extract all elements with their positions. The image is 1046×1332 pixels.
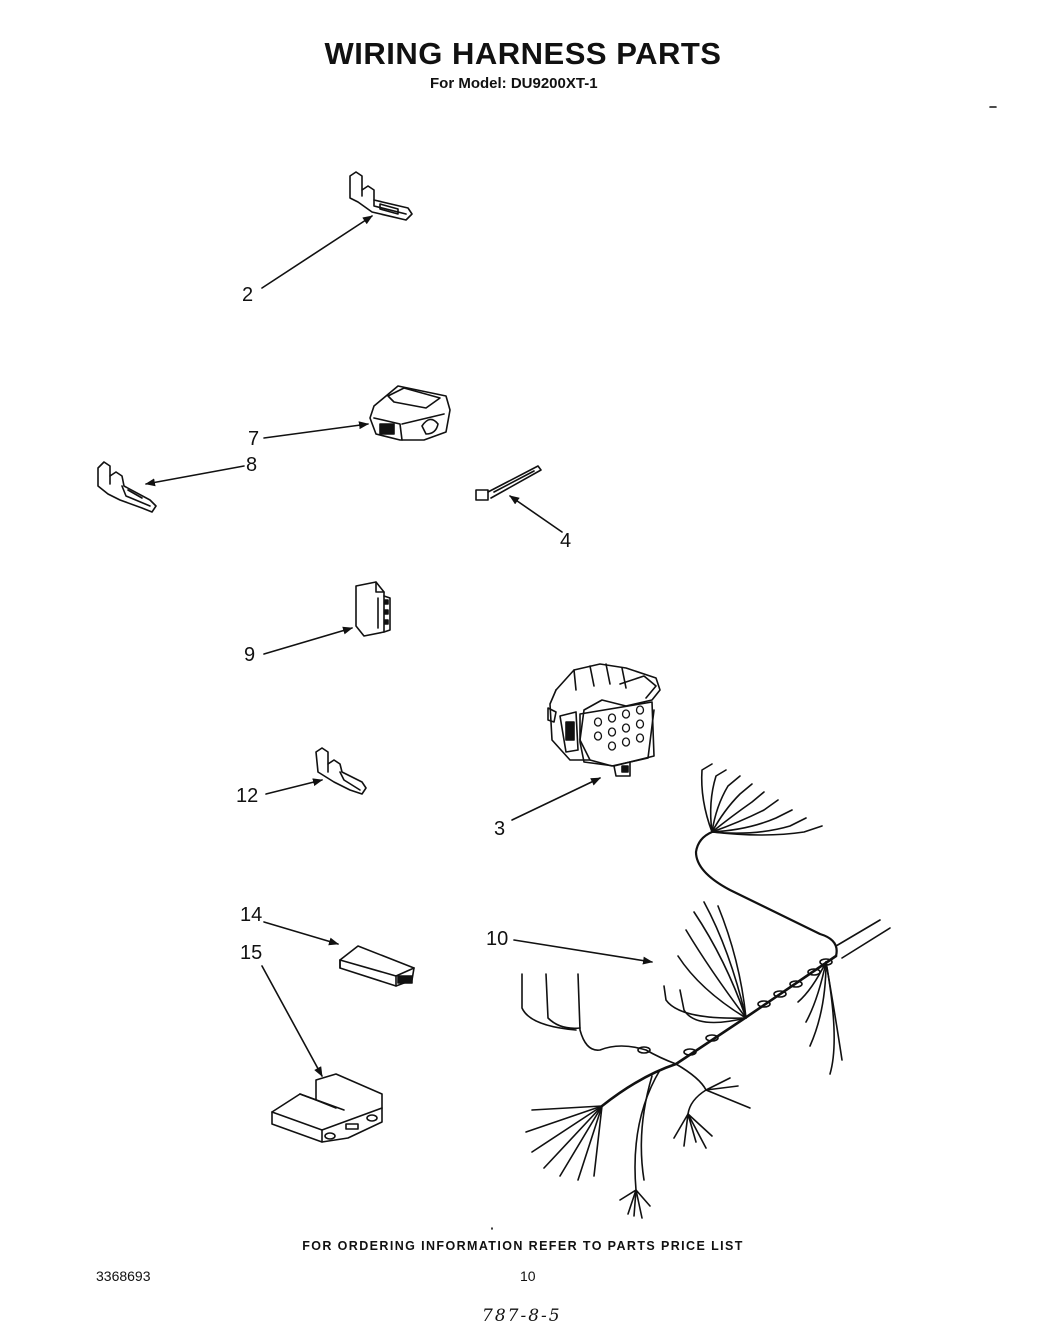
callout-9: 9 bbox=[244, 644, 256, 666]
leader-10 bbox=[513, 939, 653, 965]
callout-3: 3 bbox=[494, 818, 506, 840]
cable-tie-part-4-icon bbox=[475, 465, 542, 501]
leader-14 bbox=[263, 921, 339, 946]
ordering-note: FOR ORDERING INFORMATION REFER TO PARTS … bbox=[302, 1239, 744, 1253]
wiring-harness-part-10-icon bbox=[521, 763, 891, 1219]
handwritten-code: 787-8-5 bbox=[482, 1306, 562, 1326]
terminal-part-2-icon bbox=[349, 171, 413, 221]
leader-9 bbox=[263, 626, 353, 655]
leader-8 bbox=[145, 465, 245, 487]
terminal-part-8-icon bbox=[97, 461, 157, 513]
leader-2 bbox=[261, 215, 373, 289]
connector-block-part-9-icon bbox=[355, 581, 391, 637]
leader-3 bbox=[511, 777, 601, 821]
page-title: WIRING HARNESS PARTS bbox=[324, 36, 722, 71]
callout-2: 2 bbox=[242, 284, 254, 306]
callout-15: 15 bbox=[240, 942, 263, 964]
callout-14: 14 bbox=[240, 904, 263, 926]
terminal-part-12-icon bbox=[315, 747, 367, 795]
leader-7 bbox=[263, 421, 369, 439]
model-subtitle: For Model: DU9200XT-1 bbox=[430, 75, 598, 92]
callout-10: 10 bbox=[486, 928, 509, 950]
page-number: 10 bbox=[520, 1268, 536, 1284]
callout-4: 4 bbox=[560, 530, 572, 552]
leader-12 bbox=[265, 778, 323, 795]
connector-part-3-icon bbox=[547, 663, 661, 777]
leader-15 bbox=[261, 965, 323, 1077]
callout-7: 7 bbox=[248, 428, 260, 450]
leader-4 bbox=[509, 495, 563, 533]
callout-8: 8 bbox=[246, 454, 258, 476]
document-number: 3368693 bbox=[96, 1268, 151, 1284]
connector-housing-part-7-icon bbox=[369, 385, 451, 441]
block-part-14-icon bbox=[339, 945, 415, 987]
bracket-part-15-icon bbox=[271, 1073, 383, 1143]
callout-12: 12 bbox=[236, 785, 259, 807]
